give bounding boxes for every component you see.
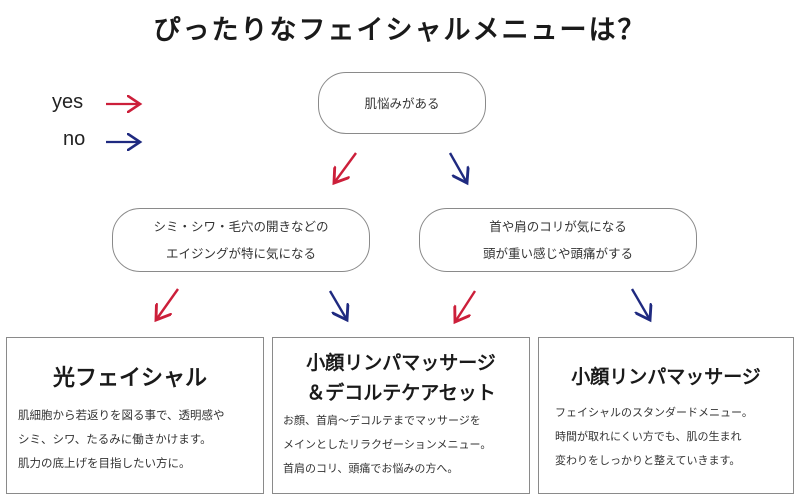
result-desc-line-1: 肌細胞から若返りを図る事で、透明感や xyxy=(18,408,225,422)
arrow-left-yes xyxy=(156,288,179,320)
arrow-start-yes xyxy=(334,152,357,183)
legend-yes-label: yes xyxy=(52,91,84,113)
result-title-line-2: ＆デコルテケアセット xyxy=(306,382,496,404)
result-desc-line-1: お顔、首肩〜デコルテまでマッサージを xyxy=(283,414,481,427)
question-aging-line-1: シミ・シワ・毛穴の開きなどの xyxy=(153,219,329,234)
result-title: 光フェイシャル xyxy=(53,366,208,391)
question-stiffness-line-2: 頭が重い感じや頭痛がする xyxy=(482,246,633,261)
result-desc-line-3: 変わりをしっかりと整えていきます。 xyxy=(555,454,741,467)
result-title: 小顔リンパマッサージ xyxy=(571,366,761,388)
result-description: 肌細胞から若返りを図る事で、透明感や シミ、シワ、たるみに働きかけます。 肌力の… xyxy=(7,403,263,475)
start-node-label: 肌悩みがある xyxy=(364,95,440,111)
result-desc-line-1: フェイシャルのスタンダードメニュー。 xyxy=(555,406,753,419)
arrow-right-yes xyxy=(455,290,477,322)
question-node-aging: シミ・シワ・毛穴の開きなどの エイジングが特に気になる xyxy=(112,208,370,272)
result-desc-line-3: 肌力の底上げを目指したい方に。 xyxy=(18,456,191,470)
result-description: フェイシャルのスタンダードメニュー。 時間が取れにくい方でも、肌の生まれ 変わり… xyxy=(539,401,793,473)
question-node-stiffness: 首や肩のコリが気になる 頭が重い感じや頭痛がする xyxy=(419,208,697,272)
result-box-lymph-decollete-set: 小顔リンパマッサージ ＆デコルテケアセット お顔、首肩〜デコルテまでマッサージを… xyxy=(272,337,530,494)
legend-no-label: no xyxy=(63,128,86,150)
result-desc-line-2: メインとしたリラクゼーションメニュー。 xyxy=(283,438,492,451)
result-desc-line-2: シミ、シワ、たるみに働きかけます。 xyxy=(18,432,212,446)
result-box-hikari-facial: 光フェイシャル 肌細胞から若返りを図る事で、透明感や シミ、シワ、たるみに働きか… xyxy=(6,337,264,494)
arrow-right-no xyxy=(630,288,650,320)
result-desc-line-2: 時間が取れにくい方でも、肌の生まれ xyxy=(555,430,742,443)
result-title-line-1: 小顔リンパマッサージ xyxy=(306,352,496,374)
question-stiffness-line-1: 首や肩のコリが気になる xyxy=(489,219,627,234)
page-title: ぴったりなフェイシャルメニューは？ xyxy=(153,15,647,46)
arrow-left-no xyxy=(328,290,347,320)
start-node: 肌悩みがある xyxy=(318,72,486,134)
arrow-start-no xyxy=(448,152,467,183)
question-aging-line-2: エイジングが特に気になる xyxy=(165,246,316,261)
result-desc-line-3: 首肩のコリ、頭痛でお悩みの方へ。 xyxy=(283,462,459,475)
result-description: お顔、首肩〜デコルテまでマッサージを メインとしたリラクゼーションメニュー。 首… xyxy=(273,409,529,481)
result-box-lymph-massage: 小顔リンパマッサージ フェイシャルのスタンダードメニュー。 時間が取れにくい方で… xyxy=(538,337,794,494)
